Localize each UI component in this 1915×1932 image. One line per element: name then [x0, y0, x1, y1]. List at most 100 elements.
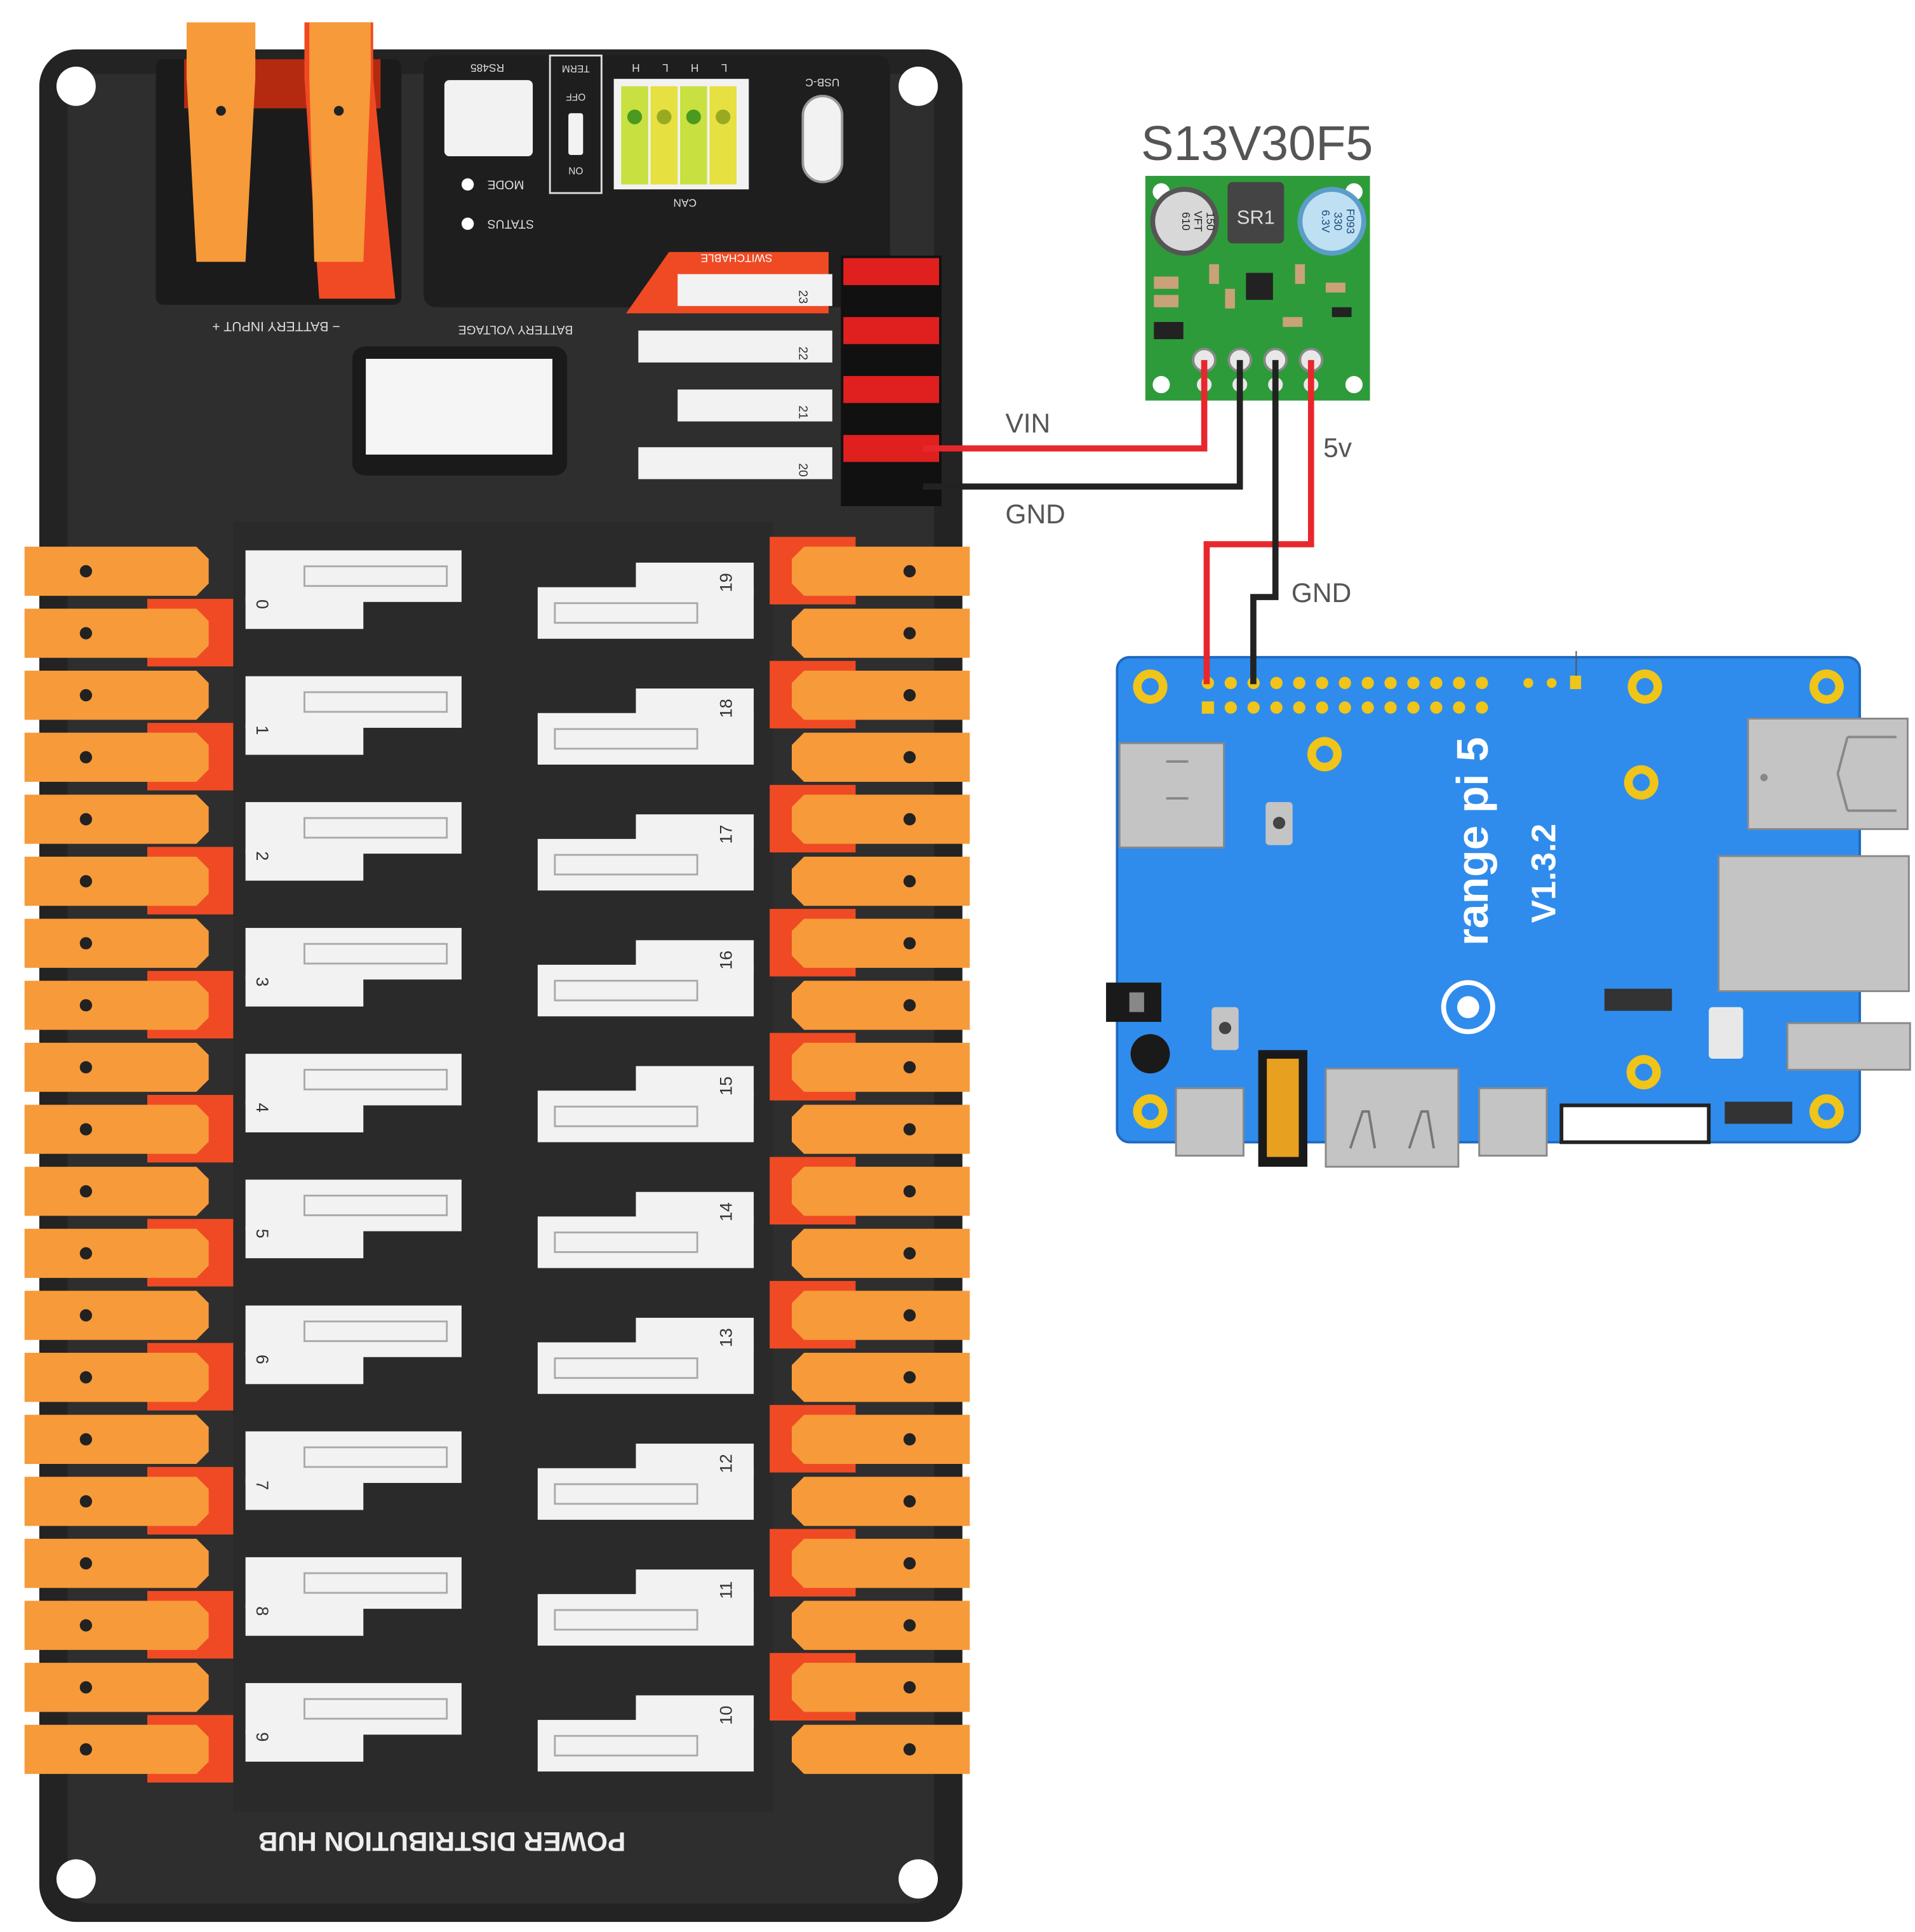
left-channel-label: 1 [253, 725, 272, 735]
lever-hole-icon [903, 1061, 916, 1074]
lever-connector[interactable] [24, 1414, 209, 1464]
battery-input-label: − BATTERY INPUT + [212, 319, 340, 334]
lever-connector[interactable] [792, 1538, 970, 1588]
mounting-hole-icon [56, 1859, 96, 1899]
usb-c-power-port[interactable] [1175, 1087, 1244, 1157]
usb-c-port-side[interactable] [1786, 1022, 1911, 1071]
lever-connector[interactable] [24, 1663, 209, 1712]
lever-connector[interactable] [792, 981, 970, 1030]
lever-connector[interactable] [792, 1228, 970, 1278]
lever-hole-icon [79, 1743, 92, 1756]
lever-connector[interactable] [24, 1477, 209, 1526]
mounting-hole-icon [898, 66, 938, 106]
fuse-outline [554, 854, 698, 876]
lever-hole-icon [79, 875, 92, 888]
lever-connector[interactable] [792, 1167, 970, 1216]
gpio-pin [1316, 701, 1328, 714]
audio-jack-icon [1130, 1034, 1170, 1074]
lever-connector[interactable] [792, 918, 970, 968]
left-channel-label: 7 [253, 1480, 272, 1490]
gpio-pin [1384, 676, 1397, 690]
lever-connector[interactable] [792, 1414, 970, 1464]
term-switch[interactable] [568, 113, 584, 156]
fuse-outline [554, 1609, 698, 1631]
lever-connector[interactable] [24, 918, 209, 968]
lever-connector[interactable] [792, 546, 970, 596]
cap-left-mark: VFT [1192, 211, 1204, 232]
lever-hole-icon [79, 751, 92, 763]
lever-connector[interactable] [792, 795, 970, 844]
usb-c-port-bottom[interactable] [1478, 1087, 1548, 1157]
lever-connector[interactable] [24, 546, 209, 596]
ethernet-port[interactable] [1718, 855, 1910, 993]
lever-connector[interactable] [24, 1167, 209, 1216]
lever-hole-icon [79, 1681, 92, 1694]
lever-connector[interactable] [792, 1600, 970, 1650]
usb-c-port[interactable] [801, 95, 844, 184]
lever-connector[interactable] [792, 608, 970, 658]
gpio-pin [1453, 676, 1465, 690]
fuse-outline [554, 1483, 698, 1505]
wire-label-vin: VIN [1005, 408, 1050, 439]
lever-connector[interactable] [792, 1353, 970, 1402]
lever-connector[interactable] [24, 1353, 209, 1402]
lever-hole-icon [79, 937, 92, 949]
gpio-pin [1476, 701, 1488, 714]
lever-hole-icon [79, 1619, 92, 1632]
lever-connector[interactable] [792, 1724, 970, 1774]
channel-slot-tab [636, 1569, 754, 1602]
channel-slot-tab [245, 1478, 364, 1510]
lever-hole-icon [79, 1061, 92, 1074]
channel-slot [537, 965, 754, 1017]
lever-connector[interactable] [24, 671, 209, 720]
lever-connector[interactable] [24, 732, 209, 782]
wire-vin [923, 359, 1208, 452]
lever-hole-icon [903, 689, 916, 702]
microsd-slot[interactable] [1118, 742, 1225, 849]
left-channel-label: 3 [253, 977, 272, 986]
lever-connector[interactable] [24, 608, 209, 658]
lever-connector[interactable] [792, 1663, 970, 1712]
lever-hole-icon [903, 937, 916, 949]
lever-connector[interactable] [24, 981, 209, 1030]
lever-connector[interactable] [24, 1538, 209, 1588]
lever-connector[interactable] [792, 1042, 970, 1092]
channel-slot-tab [636, 1317, 754, 1350]
lever-connector[interactable] [24, 1724, 209, 1774]
lever-connector[interactable] [24, 1042, 209, 1092]
term-label: TERM [562, 63, 590, 74]
lever-connector[interactable] [24, 856, 209, 906]
lever-connector[interactable] [24, 1291, 209, 1340]
lever-connector[interactable] [24, 1228, 209, 1278]
gpio-pin [1224, 701, 1238, 714]
lever-connector[interactable] [792, 1104, 970, 1154]
lever-connector[interactable] [792, 856, 970, 906]
channel-slot-tab [245, 1729, 364, 1762]
channel-slot [245, 1054, 462, 1106]
lever-connector[interactable] [24, 1600, 209, 1650]
left-channel-label: 6 [253, 1355, 272, 1364]
right-channel-label: 18 [716, 699, 735, 718]
wire-gnd-pdh [923, 359, 1243, 490]
usb-a-port[interactable] [1747, 717, 1909, 830]
can-pin-label: H [691, 62, 699, 74]
status-led-icon [461, 217, 474, 230]
lever-connector[interactable] [24, 1104, 209, 1154]
fpc-connector [1604, 988, 1672, 1011]
hdmi-port[interactable] [1324, 1067, 1460, 1168]
lever-connector[interactable] [792, 1477, 970, 1526]
channel-23-label: 23 [796, 290, 810, 304]
mode-label: MODE [487, 178, 524, 191]
lever-connector[interactable] [792, 1291, 970, 1340]
lever-connector[interactable] [792, 732, 970, 782]
fuse-outline [554, 602, 698, 624]
lever-connector[interactable] [792, 671, 970, 720]
channel-slot [537, 1468, 754, 1520]
wire-label-gnd-pdh: GND [1005, 499, 1065, 530]
lever-hole-icon [79, 1185, 92, 1198]
fuse-outline [554, 1357, 698, 1379]
left-channel-label: 5 [253, 1229, 272, 1238]
left-channel-label: 0 [253, 600, 272, 609]
battery-voltage-label: BATTERY VOLTAGE [458, 323, 573, 336]
lever-connector[interactable] [24, 795, 209, 844]
